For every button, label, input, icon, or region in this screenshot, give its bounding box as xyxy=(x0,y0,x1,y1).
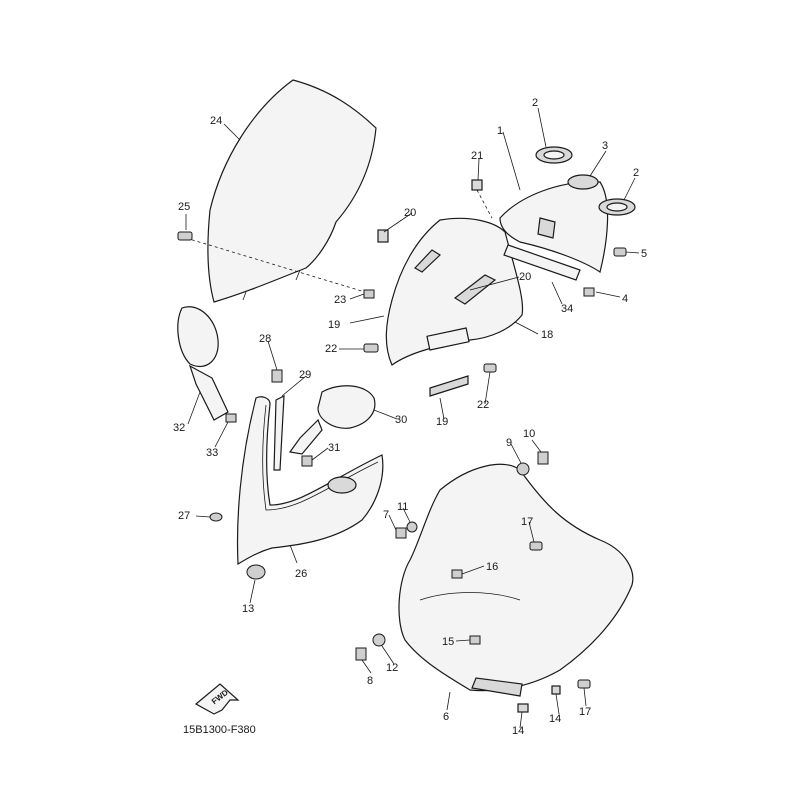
screw-25[interactable] xyxy=(177,214,193,241)
callout-17-top: 17 xyxy=(521,516,533,528)
callout-14-left: 14 xyxy=(512,725,524,737)
callout-25: 25 xyxy=(178,201,190,213)
callout-5: 5 xyxy=(641,248,647,260)
callout-27: 27 xyxy=(178,510,190,522)
callout-23: 23 xyxy=(334,294,346,306)
callout-labels: 1 2 2 3 4 5 6 7 8 9 10 11 12 13 14 14 15… xyxy=(173,97,647,737)
callout-11: 11 xyxy=(397,501,408,513)
screw-5[interactable] xyxy=(613,247,627,257)
nut-31[interactable] xyxy=(301,455,313,467)
screw-28[interactable] xyxy=(271,369,283,383)
bolt-8[interactable] xyxy=(355,647,367,661)
collar-9[interactable] xyxy=(516,462,530,476)
callout-9: 9 xyxy=(506,437,512,449)
grommet-2-right[interactable] xyxy=(598,198,636,216)
damper-21[interactable] xyxy=(471,179,483,191)
windscreen-part[interactable] xyxy=(207,79,377,303)
callout-20-top: 20 xyxy=(404,207,416,219)
callout-31: 31 xyxy=(328,442,340,454)
callout-2-right: 2 xyxy=(633,167,639,179)
callout-16: 16 xyxy=(486,561,498,573)
damper-14-b[interactable] xyxy=(517,703,529,713)
callout-1: 1 xyxy=(497,125,503,137)
callout-26: 26 xyxy=(295,568,307,580)
callout-6: 6 xyxy=(443,711,449,723)
callout-8: 8 xyxy=(367,675,373,687)
bracket-34[interactable] xyxy=(503,244,581,281)
callout-33: 33 xyxy=(206,447,218,459)
callout-13: 13 xyxy=(242,603,254,615)
callout-28: 28 xyxy=(259,333,271,345)
forward-arrow xyxy=(194,683,240,715)
screw-10[interactable] xyxy=(537,451,549,465)
callout-3: 3 xyxy=(602,140,608,152)
nut-4[interactable] xyxy=(583,287,595,297)
bolt-22-right[interactable] xyxy=(483,363,497,373)
callout-32: 32 xyxy=(173,422,185,434)
collar-12[interactable] xyxy=(372,633,386,647)
screw-17-a[interactable] xyxy=(529,541,543,551)
inner-panel-part[interactable] xyxy=(385,217,524,366)
bolt-22-left[interactable] xyxy=(363,343,379,353)
callout-21: 21 xyxy=(471,150,483,162)
callout-29: 29 xyxy=(299,369,311,381)
mirror-30[interactable] xyxy=(288,385,376,455)
damper-13[interactable] xyxy=(246,564,266,580)
callout-10: 10 xyxy=(523,428,535,440)
callout-20-right: 20 xyxy=(519,271,531,283)
nut-7[interactable] xyxy=(395,527,407,539)
grommet-3[interactable] xyxy=(567,174,599,190)
screw-17-b[interactable] xyxy=(577,679,591,689)
callout-22-left: 22 xyxy=(325,343,337,355)
grommet-2-left[interactable] xyxy=(535,146,573,164)
callout-30: 30 xyxy=(395,414,407,426)
damper-21-line xyxy=(476,189,493,219)
callout-24: 24 xyxy=(210,115,222,127)
damper-20[interactable] xyxy=(377,229,389,243)
nut-23[interactable] xyxy=(363,289,375,299)
callout-22-right: 22 xyxy=(477,399,489,411)
callout-19-bottom: 19 xyxy=(436,416,448,428)
windscreen-mount-line xyxy=(185,237,366,293)
strip-19[interactable] xyxy=(429,375,469,397)
callout-12: 12 xyxy=(386,662,398,674)
side-cowl-26[interactable] xyxy=(236,396,384,566)
grommet-27[interactable] xyxy=(209,512,223,522)
callout-2-left: 2 xyxy=(532,97,538,109)
meter-cover-part[interactable] xyxy=(499,181,609,273)
callout-17-bottom: 17 xyxy=(579,706,591,718)
callout-7: 7 xyxy=(383,509,389,521)
callout-34: 34 xyxy=(561,303,573,315)
catalog-code: 15B1300-F380 xyxy=(183,724,256,736)
molding-29[interactable] xyxy=(273,395,285,471)
callout-19-left: 19 xyxy=(328,319,340,331)
damper-14-a[interactable] xyxy=(551,685,561,695)
clip-16[interactable] xyxy=(451,569,463,579)
callout-15: 15 xyxy=(442,636,454,648)
callout-14-right: 14 xyxy=(549,713,561,725)
clip-15[interactable] xyxy=(469,635,481,645)
callout-4: 4 xyxy=(622,293,628,305)
nut-33[interactable] xyxy=(225,413,237,423)
callout-18: 18 xyxy=(541,329,553,341)
front-cowl-6[interactable] xyxy=(398,463,634,697)
washer-11[interactable] xyxy=(406,521,418,533)
leader-lines xyxy=(187,107,640,729)
mirror-32[interactable] xyxy=(177,306,229,421)
